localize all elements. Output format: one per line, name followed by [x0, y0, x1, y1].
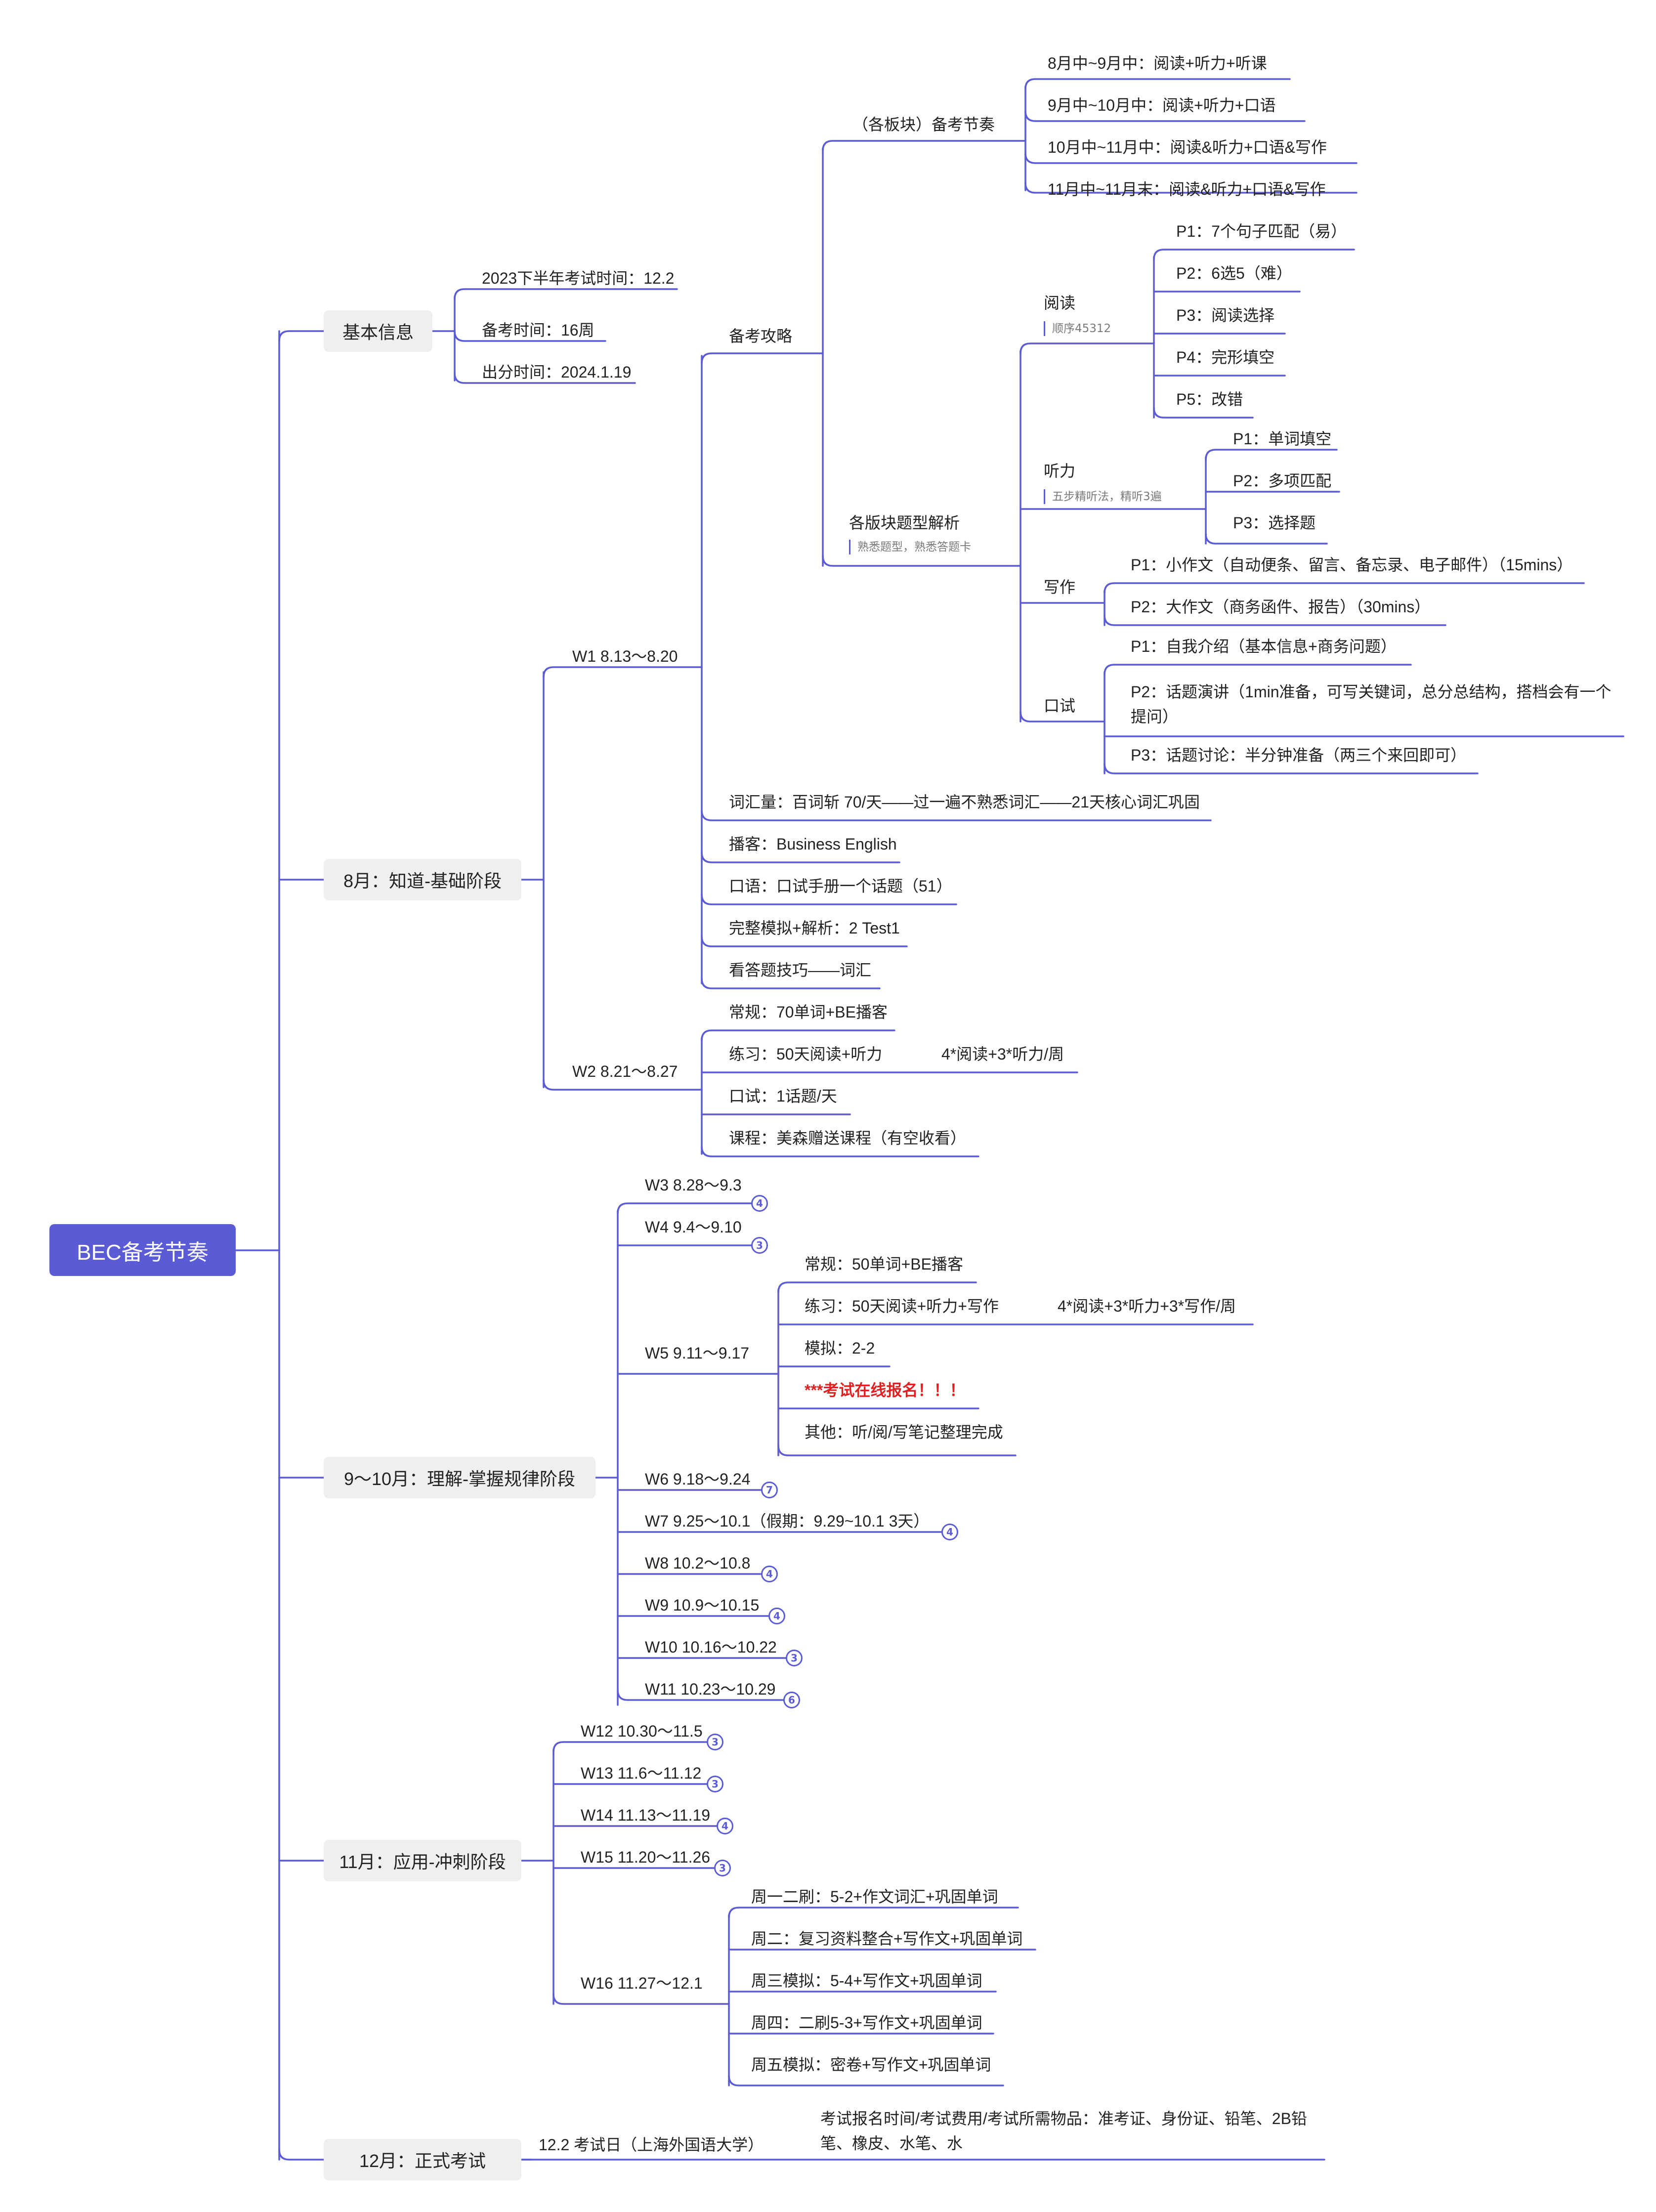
listening-item[interactable]: P1：单词填空 [1233, 430, 1332, 448]
w5-extra[interactable]: 4*阅读+3*听力+3*写作/周 [1058, 1297, 1236, 1315]
w5-item[interactable]: 其他：听/阅/写笔记整理完成 [805, 1423, 1003, 1441]
week-w6[interactable]: W6 9.18～9.24 [645, 1470, 751, 1488]
reading-item[interactable]: P4：完形填空 [1176, 348, 1275, 366]
writing-item[interactable]: P2：大作文（商务函件、报告）（30mins） [1131, 598, 1431, 616]
reading-node[interactable]: 阅读 [1044, 294, 1076, 312]
task-count-badge[interactable]: 6 [783, 1692, 800, 1708]
week-w1[interactable]: W1 8.13～8.20 [572, 647, 678, 665]
week-w16[interactable]: W16 11.27～12.1 [581, 1974, 703, 1992]
task-count-badge[interactable]: 4 [717, 1818, 733, 1834]
w1-item[interactable]: 看答题技巧——词汇 [729, 961, 872, 979]
listening-item[interactable]: P3：选择题 [1233, 514, 1316, 532]
task-count-badge[interactable]: 3 [751, 1237, 768, 1254]
basic-info-item[interactable]: 2023下半年考试时间：12.2 [482, 269, 675, 287]
strategy-node[interactable]: 备考攻略 [729, 327, 793, 345]
speaking-item[interactable]: P2：话题演讲（1min准备，可写关键词，总分总结构，搭档会有一个提问） [1131, 683, 1612, 725]
week-w4[interactable]: W4 9.4～9.10 [645, 1218, 742, 1236]
rhythm-item[interactable]: 10月中~11月中：阅读&听力+口语&写作 [1048, 138, 1327, 156]
w1-item[interactable]: 播客：Business English [729, 835, 897, 853]
task-count-badge[interactable]: 3 [707, 1776, 723, 1792]
task-count-badge[interactable]: 3 [714, 1860, 731, 1876]
reading-note: 顺序45312 [1044, 321, 1111, 336]
w5-item[interactable]: 模拟：2-2 [805, 1339, 875, 1357]
week-w14[interactable]: W14 11.13～11.19 [581, 1806, 711, 1824]
w5-alert-item[interactable]: ***考试在线报名！！！ [805, 1381, 966, 1399]
task-count-badge[interactable]: 3 [786, 1650, 803, 1666]
week-w12[interactable]: W12 10.30～11.5 [581, 1722, 703, 1740]
week-w3[interactable]: W3 8.28～9.3 [645, 1176, 742, 1194]
w16-item[interactable]: 周一二刷：5-2+作文词汇+巩固单词 [751, 1888, 998, 1906]
rhythm-node[interactable]: （各板块）备考节奏 [852, 116, 995, 133]
listening-item[interactable]: P2：多项匹配 [1233, 472, 1332, 490]
listening-node[interactable]: 听力 [1044, 462, 1076, 480]
w16-item[interactable]: 周二：复习资料整合+写作文+巩固单词 [751, 1930, 1023, 1948]
listening-note: 五步精听法，精听3遍 [1044, 489, 1162, 504]
basic-info-item[interactable]: 出分时间：2024.1.19 [482, 363, 632, 381]
w16-item[interactable]: 周五模拟：密卷+写作文+巩固单词 [751, 2056, 991, 2074]
reading-item[interactable]: P5：改错 [1176, 390, 1243, 408]
task-count-badge[interactable]: 7 [761, 1482, 778, 1498]
analysis-note: 熟悉题型，熟悉答题卡 [849, 540, 971, 554]
w5-item[interactable]: 练习：50天阅读+听力+写作 [805, 1297, 999, 1315]
rhythm-item[interactable]: 9月中~10月中：阅读+听力+口语 [1048, 96, 1276, 114]
exam-day[interactable]: 12.2 考试日（上海外国语大学） [539, 2136, 764, 2154]
w2-item[interactable]: 常规：70单词+BE播客 [729, 1003, 888, 1021]
rhythm-item[interactable]: 11月中~11月末：阅读&听力+口语&写作 [1048, 180, 1326, 198]
w5-item[interactable]: 常规：50单词+BE播客 [805, 1255, 963, 1273]
speaking-item[interactable]: P3：话题讨论：半分钟准备（两三个来回即可） [1131, 746, 1467, 764]
week-w10[interactable]: W10 10.16～10.22 [645, 1638, 777, 1656]
speaking-node[interactable]: 口试 [1044, 697, 1076, 715]
analysis-node[interactable]: 各版块题型解析 [849, 514, 960, 532]
branch-august[interactable]: 8月：知道-基础阶段 [324, 859, 521, 900]
task-count-badge[interactable]: 4 [751, 1195, 768, 1212]
week-w5[interactable]: W5 9.11～9.17 [645, 1344, 750, 1362]
week-w9[interactable]: W9 10.9～10.15 [645, 1596, 760, 1614]
speaking-item[interactable]: P1：自我介绍（基本信息+商务问题） [1131, 638, 1397, 655]
task-count-badge[interactable]: 4 [761, 1566, 778, 1582]
task-count-badge[interactable]: 4 [941, 1524, 958, 1540]
exam-note[interactable]: 考试报名时间/考试费用/考试所需物品：准考证、身份证、铅笔、2B铅笔、橡皮、水笔… [820, 2110, 1307, 2152]
branch-november[interactable]: 11月：应用-冲刺阶段 [324, 1840, 521, 1881]
task-count-badge[interactable]: 3 [707, 1734, 723, 1750]
rhythm-item[interactable]: 8月中~9月中：阅读+听力+听课 [1048, 54, 1267, 72]
w16-item[interactable]: 周四：二刷5-3+写作文+巩固单词 [751, 2014, 982, 2032]
w1-item[interactable]: 词汇量：百词斩 70/天——过一遍不熟悉词汇——21天核心词汇巩固 [729, 793, 1200, 811]
w2-item[interactable]: 口试：1话题/天 [729, 1087, 837, 1105]
reading-item[interactable]: P2：6选5（难） [1176, 264, 1292, 282]
w1-item[interactable]: 完整模拟+解析：2 Test1 [729, 919, 900, 937]
branch-december[interactable]: 12月：正式考试 [324, 2139, 521, 2180]
week-w8[interactable]: W8 10.2～10.8 [645, 1554, 751, 1572]
basic-info-item[interactable]: 备考时间：16周 [482, 321, 594, 339]
branch-sep-oct[interactable]: 9～10月：理解-掌握规律阶段 [324, 1457, 595, 1498]
reading-item[interactable]: P1：7个句子匹配（易） [1176, 222, 1347, 240]
week-w2[interactable]: W2 8.21～8.27 [572, 1063, 678, 1080]
task-count-badge[interactable]: 4 [768, 1608, 785, 1624]
week-w15[interactable]: W15 11.20～11.26 [581, 1848, 711, 1866]
w2-item[interactable]: 练习：50天阅读+听力 [729, 1045, 883, 1063]
week-w11[interactable]: W11 10.23～10.29 [645, 1680, 776, 1698]
branch-basic-info[interactable]: 基本信息 [324, 310, 432, 352]
writing-item[interactable]: P1：小作文（自动便条、留言、备忘录、电子邮件）（15mins） [1131, 556, 1573, 574]
root-node[interactable]: BEC备考节奏 [49, 1224, 236, 1276]
w2-item[interactable]: 课程：美森赠送课程（有空收看） [729, 1129, 967, 1147]
w1-item[interactable]: 口语：口试手册一个话题（51） [729, 877, 952, 895]
week-w13[interactable]: W13 11.6～11.12 [581, 1764, 702, 1782]
reading-item[interactable]: P3：阅读选择 [1176, 306, 1275, 324]
w16-item[interactable]: 周三模拟：5-4+写作文+巩固单词 [751, 1972, 982, 1990]
w2-extra[interactable]: 4*阅读+3*听力/周 [941, 1045, 1064, 1063]
writing-node[interactable]: 写作 [1044, 578, 1076, 596]
week-w7[interactable]: W7 9.25～10.1（假期：9.29~10.1 3天） [645, 1512, 930, 1530]
